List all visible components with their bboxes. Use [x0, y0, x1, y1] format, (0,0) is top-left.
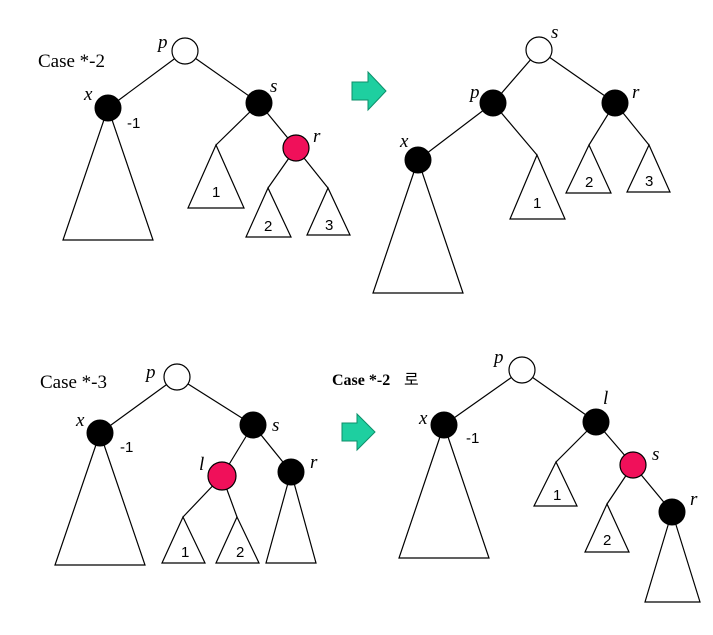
result-caption-text: Case *-2 — [332, 372, 390, 389]
case-2-before: Case *-2 1 2 3 p x s r -1 — [38, 32, 351, 241]
node-p — [479, 89, 507, 117]
transform-arrow-1 — [351, 70, 387, 112]
subtree-x — [54, 431, 146, 566]
node-x — [94, 94, 122, 122]
subtree-2 — [565, 143, 612, 194]
subtree-1 — [533, 460, 578, 507]
node-r — [601, 89, 629, 117]
node-p — [163, 363, 191, 391]
node-p — [171, 37, 199, 65]
subtree-3 — [306, 186, 351, 236]
subtree-3-label: 3 — [645, 173, 653, 190]
subtree-1-label: 1 — [212, 184, 220, 201]
node-s — [525, 36, 553, 64]
case-3-after: 1 2 p x l s r -1 — [398, 347, 701, 603]
node-x-balance: -1 — [120, 439, 133, 456]
node-l — [207, 461, 237, 491]
case-2-label: Case *-2 — [38, 51, 105, 72]
node-r-label: r — [310, 452, 318, 473]
case-2-after: 1 2 3 s p r x — [372, 22, 671, 294]
result-caption-suffix: 로 — [404, 370, 419, 389]
node-r — [282, 134, 310, 162]
edge-p-s — [176, 376, 254, 426]
subtree-1-label: 1 — [533, 195, 541, 212]
node-r-label: r — [690, 489, 698, 510]
node-p-label: p — [492, 347, 504, 368]
node-s — [239, 411, 267, 439]
subtree-r — [644, 509, 701, 603]
node-l-label: l — [603, 388, 608, 409]
subtree-2 — [215, 515, 260, 564]
subtree-2-label: 2 — [603, 532, 611, 549]
node-s — [619, 451, 647, 479]
node-x-label: x — [418, 408, 428, 429]
edge-p-x — [99, 376, 178, 434]
node-r-label: r — [632, 82, 640, 103]
node-s — [245, 89, 273, 117]
subtree-1 — [187, 143, 245, 209]
subtree-1 — [509, 153, 566, 220]
edge-p-x — [107, 50, 186, 109]
node-x-balance: -1 — [127, 115, 140, 132]
subtree-2-label: 2 — [585, 174, 593, 191]
node-p-label: p — [144, 362, 156, 383]
case-3-label: Case *-3 — [40, 372, 107, 393]
subtree-2 — [584, 502, 630, 553]
node-r-label: r — [313, 126, 321, 147]
node-p-label: p — [468, 82, 480, 103]
subtree-1-label: 1 — [181, 544, 189, 561]
node-x — [430, 411, 458, 439]
node-x-balance: -1 — [466, 430, 479, 447]
subtree-2-label: 2 — [236, 544, 244, 561]
node-l-label: l — [199, 454, 204, 475]
subtree-1 — [161, 515, 206, 564]
subtree-1-label: 1 — [553, 487, 561, 504]
node-s-label: s — [272, 415, 279, 436]
subtree-x — [372, 158, 464, 294]
subtree-2 — [245, 186, 292, 238]
subtree-3-label: 3 — [325, 217, 333, 234]
node-l — [582, 408, 610, 436]
subtree-3 — [626, 143, 671, 193]
node-x — [86, 419, 114, 447]
edge-s-r — [538, 49, 616, 104]
edge-p-l — [521, 369, 597, 423]
node-s-label: s — [270, 76, 277, 97]
subtree-x — [398, 423, 490, 559]
node-p — [508, 356, 536, 384]
node-s-label: s — [551, 22, 558, 43]
subtree-2-label: 2 — [264, 218, 272, 235]
edge-p-s — [184, 50, 260, 104]
node-s-label: s — [652, 444, 659, 465]
node-x-label: x — [75, 410, 85, 431]
node-r — [277, 458, 305, 486]
transform-arrow-2 — [341, 412, 376, 452]
node-r — [658, 498, 686, 526]
result-caption: Case *-2 로 — [332, 370, 419, 389]
subtree-r — [265, 469, 317, 564]
node-x-label: x — [83, 84, 93, 105]
case-3-before: Case *-3 1 2 p x s l r -1 — [40, 362, 318, 566]
subtree-x — [62, 106, 154, 241]
edge-p-x — [417, 102, 494, 161]
edge-p-x — [443, 369, 523, 426]
node-x-label: x — [399, 131, 409, 152]
node-p-label: p — [156, 32, 168, 53]
node-x — [404, 146, 432, 174]
